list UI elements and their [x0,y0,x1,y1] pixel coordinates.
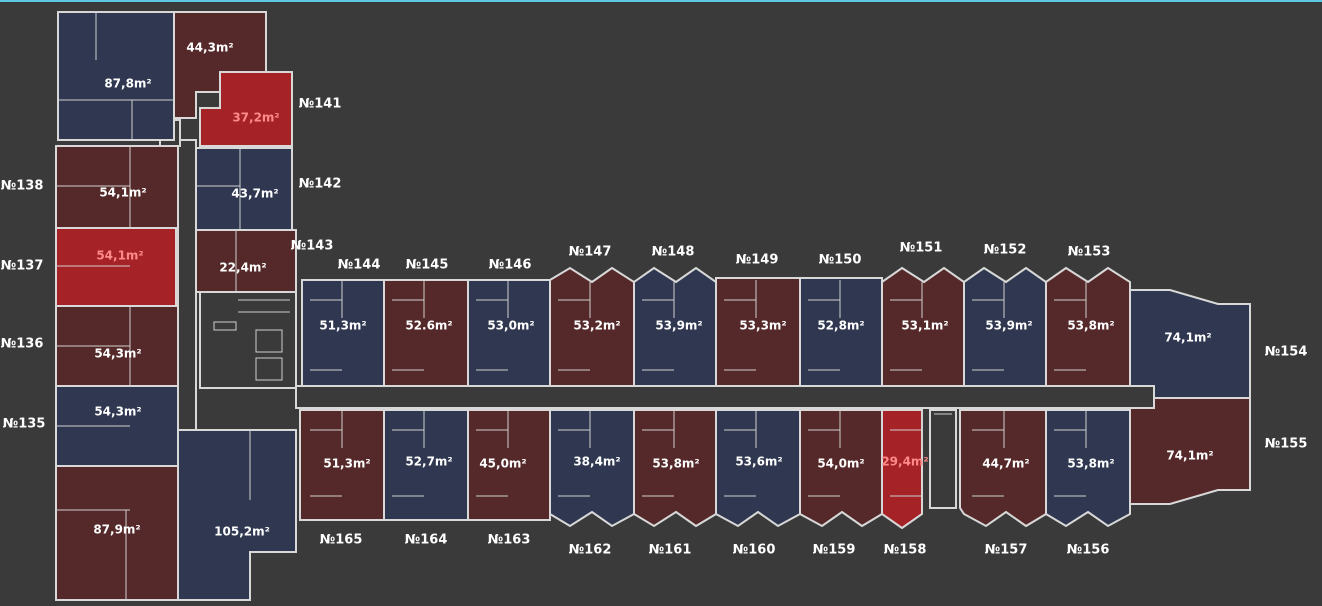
horizontal-corridor [295,385,1155,409]
unit-143[interactable] [195,229,297,293]
unit-141[interactable] [199,71,293,147]
unit-number-label[interactable]: №165 [320,533,363,548]
service-shaft [929,409,957,509]
units-layer [55,11,1251,601]
unit-162[interactable] [549,409,635,528]
unit-160[interactable] [715,409,801,528]
unit-number-label[interactable]: №164 [405,533,448,548]
unit-878[interactable] [57,11,175,141]
unit-number-label[interactable]: №137 [1,259,44,274]
unit-number-label[interactable]: №142 [299,177,342,192]
unit-164[interactable] [383,409,469,521]
unit-number-label[interactable]: №154 [1265,345,1308,360]
unit-number-label[interactable]: №152 [984,243,1027,258]
unit-number-label[interactable]: №141 [299,97,342,112]
unit-158[interactable] [881,409,923,530]
unit-157[interactable] [959,409,1047,528]
unit-number-label[interactable]: №138 [1,179,44,194]
unit-142[interactable] [195,147,293,231]
unit-number-label[interactable]: №136 [1,337,44,352]
unit-number-label[interactable]: №163 [488,533,531,548]
unit-number-label[interactable]: №158 [884,543,927,558]
unit-number-label[interactable]: №162 [569,543,612,558]
unit-number-label[interactable]: №157 [985,543,1028,558]
unit-number-label[interactable]: №145 [406,258,449,273]
unit-147[interactable] [549,266,635,387]
unit-1052[interactable] [177,429,297,601]
unit-number-label[interactable]: №144 [338,258,381,273]
unit-number-label[interactable]: №149 [736,253,779,268]
unit-153[interactable] [1045,266,1131,387]
interior-walls [56,12,1087,600]
unit-number-label[interactable]: №153 [1068,245,1111,260]
unit-number-label[interactable]: №146 [489,258,532,273]
unit-number-label[interactable]: №159 [813,543,856,558]
unit-156[interactable] [1045,409,1131,528]
unit-number-label[interactable]: №135 [3,417,46,432]
unit-148[interactable] [633,266,717,387]
unit-137[interactable] [55,227,177,307]
unit-number-label[interactable]: №150 [819,253,862,268]
unit-151[interactable] [881,266,965,387]
unit-163[interactable] [467,409,551,521]
unit-number-label[interactable]: №161 [649,543,692,558]
unit-number-label[interactable]: №156 [1067,543,1110,558]
unit-161[interactable] [633,409,717,528]
unit-879[interactable] [55,465,179,601]
unit-155[interactable] [1129,397,1251,505]
unit-number-label[interactable]: №148 [652,245,695,260]
unit-number-label[interactable]: №147 [569,245,612,260]
top-accent-line [0,0,1322,2]
unit-152[interactable] [963,266,1047,387]
unit-number-label[interactable]: №143 [291,239,334,254]
unit-number-label[interactable]: №155 [1265,437,1308,452]
unit-159[interactable] [799,409,883,528]
unit-154[interactable] [1129,289,1251,399]
unit-number-label[interactable]: №160 [733,543,776,558]
unit-138[interactable] [55,145,179,229]
unit-number-label[interactable]: №151 [900,241,943,256]
